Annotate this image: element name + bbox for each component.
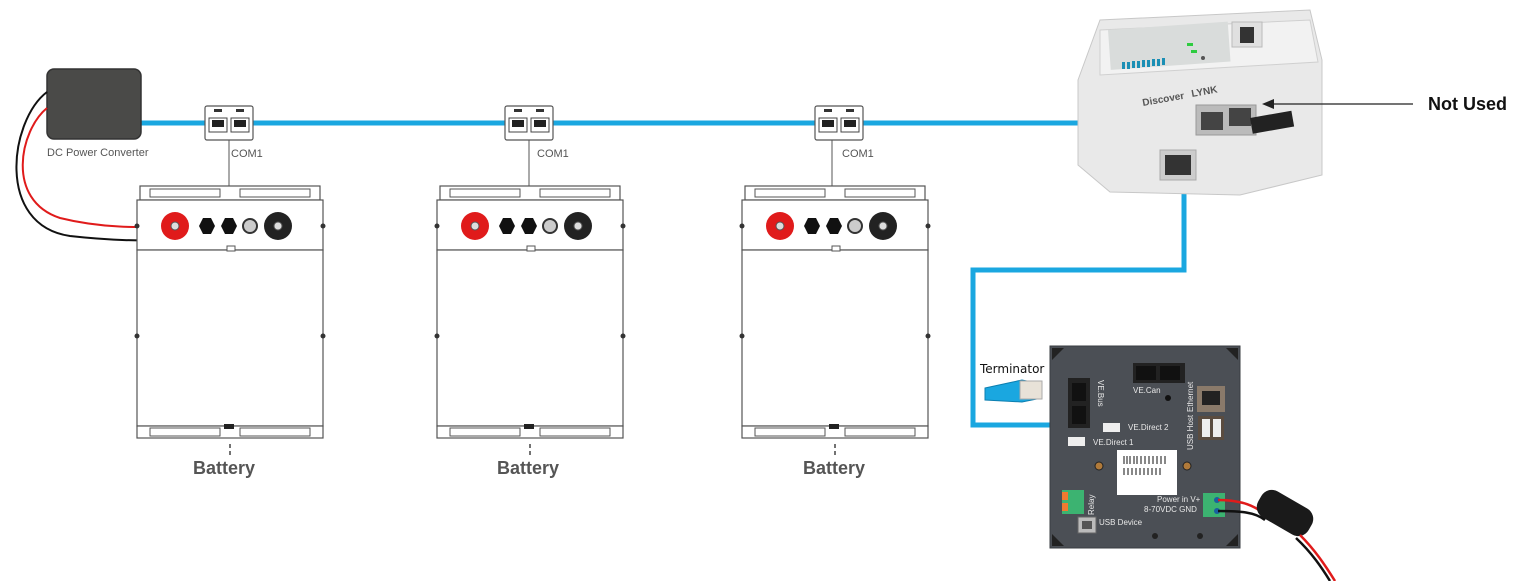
lynk-soc-bars [1122, 58, 1165, 69]
lynk-name: LYNK [1191, 84, 1220, 100]
battery-3: COM1 Battery [738, 105, 932, 478]
ve-direct-1-label: VE.Direct 1 [1093, 438, 1134, 447]
cerbo-serial-sticker [1117, 450, 1177, 495]
ferrite-core [1256, 489, 1314, 537]
dc-power-converter: DC Power Converter [46, 68, 149, 159]
com-port-label: COM1 [231, 148, 263, 160]
usb-host-label: USB Host [1186, 414, 1195, 450]
usb-device-label: USB Device [1099, 518, 1143, 527]
com-jack [504, 105, 554, 141]
ve-direct-2-label: VE.Direct 2 [1128, 423, 1169, 432]
ve-can-label: VE.Can [1133, 386, 1161, 395]
com-jack [814, 105, 864, 141]
terminator-label: Terminator [979, 362, 1044, 376]
com-port-label: COM1 [842, 148, 874, 160]
cerbo-gx: VE.Bus VE.Can VE.Direct 2 VE.Direct 1 Et… [1049, 345, 1241, 549]
not-used-label: Not Used [1428, 94, 1507, 114]
dc-power-converter-label: DC Power Converter [47, 147, 149, 159]
lynk-port-unused [1229, 108, 1251, 126]
terminator: Terminator [979, 362, 1044, 403]
relay-label: Relay [1087, 495, 1096, 515]
cerbo-power-leads [1217, 489, 1337, 581]
ve-bus-label: VE.Bus [1096, 380, 1105, 407]
not-used-callout: Not Used [1262, 94, 1507, 114]
battery-label: Battery [497, 458, 559, 478]
lynk-port-network [1201, 112, 1223, 130]
power-in-voltage-label: 8-70VDC GND [1144, 505, 1197, 514]
battery-2: COM1 Battery [433, 105, 627, 478]
battery-1: COM1 Battery [133, 105, 327, 478]
com-port-label: COM1 [537, 148, 569, 160]
battery-label: Battery [193, 458, 255, 478]
power-in-label: Power in V+ [1157, 495, 1201, 504]
lynk-device: Discover LYNK [1077, 9, 1323, 196]
battery-label: Battery [803, 458, 865, 478]
ethernet-label: Ethernet [1186, 381, 1195, 412]
com-jack [204, 105, 254, 141]
